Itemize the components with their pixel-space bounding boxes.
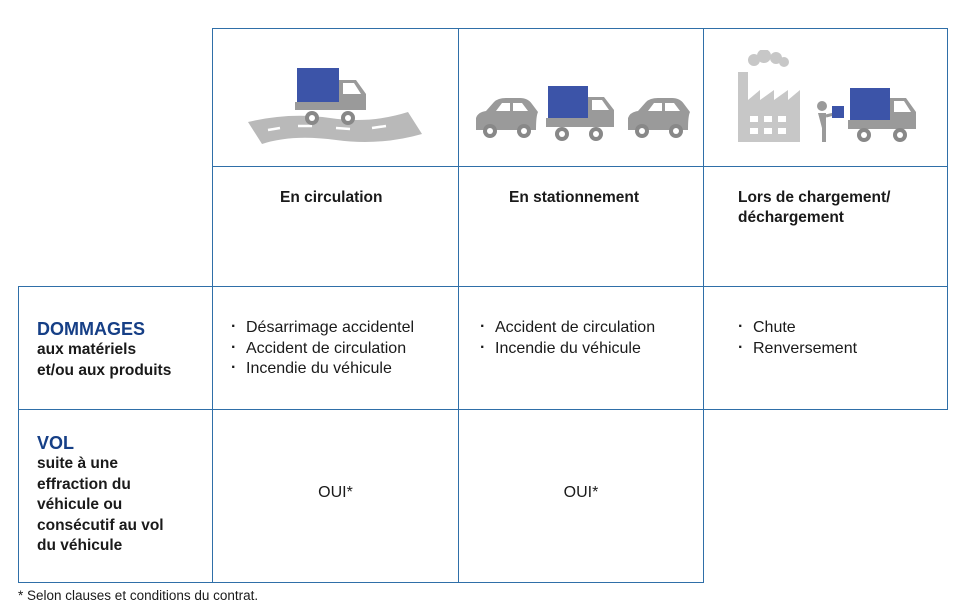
row-header-vol: VOL suite à une effraction du véhicule o…: [37, 432, 164, 557]
grid-line: [212, 28, 948, 29]
column-header-stationnement: En stationnement: [509, 188, 639, 208]
column-header-chargement: Lors de chargement/ déchargement: [738, 188, 890, 228]
row-title: DOMMAGES: [37, 319, 145, 339]
grid-line: [18, 286, 19, 583]
list-item: Accident de circulation: [231, 338, 414, 360]
row-header-dommages: DOMMAGES aux matériels et/ou aux produit…: [37, 318, 171, 381]
column-header-label: En circulation: [280, 189, 383, 206]
grid-line: [703, 28, 704, 583]
column-header-label-line1: Lors de chargement/: [738, 189, 891, 206]
dommages-stationnement-list: Accident de circulation Incendie du véhi…: [480, 317, 655, 360]
column-header-circulation: En circulation: [280, 188, 383, 208]
row-subtitle-line: du véhicule: [37, 537, 123, 554]
grid-line: [458, 28, 459, 583]
footnote: * Selon clauses et conditions du contrat…: [18, 588, 259, 603]
dommages-chargement-list: Chute Renversement: [738, 317, 857, 360]
vol-circulation-value: OUI*: [318, 484, 353, 501]
row-subtitle-line: aux matériels: [37, 341, 137, 358]
grid-line: [212, 28, 213, 583]
list-item: Accident de circulation: [480, 317, 655, 339]
list-item: Chute: [738, 317, 857, 339]
grid-line: [947, 28, 948, 410]
grid-line: [212, 166, 948, 167]
dommages-circulation-list: Désarrimage accidentel Accident de circu…: [231, 317, 414, 380]
row-subtitle-line: consécutif au vol: [37, 516, 164, 534]
row-subtitle-line: véhicule ou: [37, 496, 123, 513]
row-subtitle-line: suite à une: [37, 455, 118, 472]
row-subtitle-line: effraction du: [37, 475, 131, 493]
grid-line: [18, 286, 948, 287]
list-item: Renversement: [738, 338, 857, 360]
row-subtitle-line: et/ou aux produits: [37, 361, 172, 379]
truck-on-road-icon: [240, 60, 430, 150]
vol-stationnement-value: OUI*: [563, 484, 599, 501]
list-item: Incendie du véhicule: [480, 338, 655, 360]
column-header-label: En stationnement: [509, 189, 640, 206]
list-item: Désarrimage accidentel: [231, 317, 414, 339]
parked-truck-between-cars-icon: [472, 84, 692, 146]
column-header-label-line2: déchargement: [738, 209, 844, 226]
grid-line: [18, 582, 704, 583]
factory-loading-truck-icon: [736, 50, 926, 146]
grid-line: [18, 409, 948, 410]
list-item: Incendie du véhicule: [231, 358, 414, 380]
row-title: VOL: [37, 433, 75, 453]
